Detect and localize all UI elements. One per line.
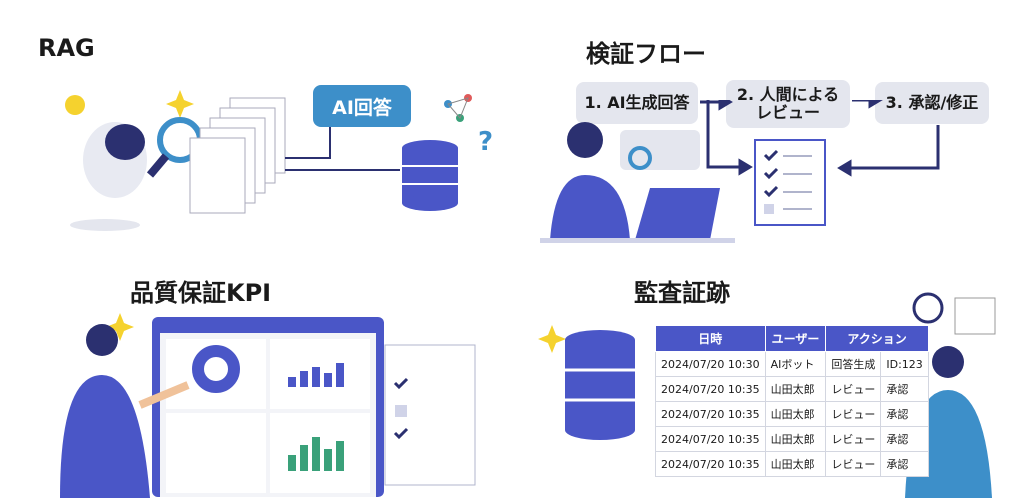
- table-cell: 承認: [880, 426, 929, 452]
- table-cell: 2024/07/20 10:35: [655, 426, 766, 452]
- table-cell: 回答生成: [825, 351, 882, 377]
- sparkle-icon: [166, 90, 194, 118]
- table-cell: 山田太郎: [764, 401, 827, 427]
- table-cell: レビュー: [825, 376, 882, 402]
- flow-step-1: 1. AI生成回答: [576, 82, 698, 124]
- network-icon: [444, 94, 472, 122]
- rag-title: RAG: [38, 34, 95, 62]
- table-cell: 山田太郎: [764, 376, 827, 402]
- documents-icon: [189, 97, 286, 214]
- table-cell: レビュー: [825, 426, 882, 452]
- database-icon: [565, 330, 635, 440]
- person-icon: [567, 122, 603, 158]
- header-user: ユーザー: [764, 325, 827, 352]
- question-icon: ?: [478, 127, 493, 157]
- table-cell: 山田太郎: [764, 451, 827, 477]
- magnifier-icon: [628, 146, 652, 170]
- bar-chart-icon: [288, 437, 344, 471]
- header-datetime: 日時: [655, 325, 766, 352]
- calendar-icon: [954, 297, 996, 335]
- kpi-illustration: [60, 313, 476, 498]
- flow-step-3: 3. 承認/修正: [875, 82, 989, 124]
- header-action: アクション: [825, 325, 929, 352]
- flow-title: 検証フロー: [586, 40, 706, 68]
- person-icon: [86, 324, 118, 356]
- table-cell: 2024/07/20 10:35: [655, 401, 766, 427]
- table-cell: ID:123: [880, 351, 929, 377]
- donut-chart-icon: [192, 345, 240, 393]
- table-cell: レビュー: [825, 451, 882, 477]
- person-icon: [932, 346, 964, 378]
- table-cell: 2024/07/20 10:35: [655, 376, 766, 402]
- table-cell: 承認: [880, 376, 929, 402]
- table-cell: 2024/07/20 10:30: [655, 351, 766, 377]
- bar-chart-icon: [288, 363, 344, 387]
- table-cell: 承認: [880, 451, 929, 477]
- sparkle-icon: [106, 313, 134, 341]
- flow-step-2: 2. 人間による レビュー: [726, 80, 850, 128]
- rag-illustration: ?: [65, 90, 493, 231]
- kpi-title: 品質保証KPI: [130, 279, 272, 307]
- lightbulb-icon: [65, 95, 85, 115]
- table-cell: 2024/07/20 10:35: [655, 451, 766, 477]
- clock-icon: [912, 292, 944, 324]
- table-cell: AIボット: [764, 351, 827, 377]
- flow-illustration: [540, 100, 940, 243]
- ai-answer-bubble: AI回答: [313, 85, 411, 127]
- audit-title: 監査証跡: [634, 279, 730, 307]
- table-cell: 承認: [880, 401, 929, 427]
- database-icon: [402, 140, 458, 211]
- sparkle-icon: [538, 325, 566, 353]
- table-cell: レビュー: [825, 401, 882, 427]
- table-cell: 山田太郎: [764, 426, 827, 452]
- laptop-icon: [635, 188, 720, 240]
